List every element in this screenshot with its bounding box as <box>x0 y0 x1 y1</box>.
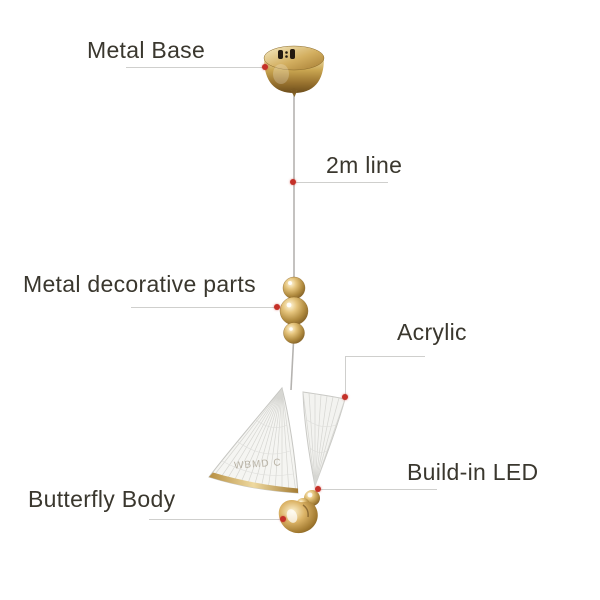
canopy-mounting-slots <box>278 49 295 59</box>
pointer-dot-metal-decorative-parts <box>274 304 280 310</box>
left-wing-gold-trim <box>209 472 298 493</box>
label-2m-line: 2m line <box>326 152 403 178</box>
leader-metal-decorative-parts <box>131 307 277 308</box>
label-metal-base: Metal Base <box>87 37 206 63</box>
leader-metal-base <box>126 67 264 68</box>
leader-2m-line <box>296 182 388 183</box>
pointer-dot-acrylic <box>342 394 348 400</box>
pointer-dot-build-in-led <box>315 486 321 492</box>
leader-acrylic-horizontal <box>345 356 425 357</box>
pointer-dot-metal-base <box>262 64 268 70</box>
metal-base-canopy <box>263 45 325 97</box>
pointer-dot-butterfly-body <box>280 516 286 522</box>
leader-build-in-led <box>320 489 437 490</box>
left-acrylic-wing <box>208 386 299 494</box>
pointer-dot-2m-line <box>290 179 296 185</box>
leader-butterfly-body <box>149 519 283 520</box>
right-acrylic-wing <box>302 391 346 488</box>
label-butterfly-body: Butterfly Body <box>28 486 176 512</box>
decorative-beads <box>279 276 309 344</box>
suspension-wire <box>290 94 295 391</box>
butterfly-gold-body <box>278 490 320 534</box>
label-acrylic: Acrylic <box>397 319 467 345</box>
label-metal-decorative-parts: Metal decorative parts <box>23 271 256 297</box>
leader-acrylic-vertical <box>345 356 346 396</box>
label-build-in-led: Build-in LED <box>407 459 539 485</box>
